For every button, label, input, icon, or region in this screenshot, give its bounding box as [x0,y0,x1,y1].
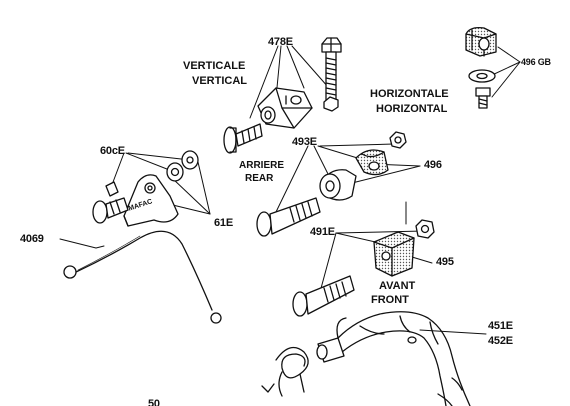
front-nut-part [415,219,435,239]
part-number-491: 491E [310,226,335,238]
part-number-50: 50 [148,398,160,406]
part-number-61: 61E [214,217,233,229]
bracket-plate-part [123,174,179,227]
left-washers-part [166,150,199,182]
part-number-4069: 4069 [20,233,44,245]
vertical-label-fr: VERTICALE [183,60,246,72]
rear-label-en: REAR [245,173,274,184]
rear-bolt-part [256,197,321,237]
small-screw-part [475,87,491,109]
horizontal-bolt-part [223,123,263,154]
vertical-bolt-part [321,37,342,112]
vertical-label-en: VERTICAL [192,75,247,87]
horizontal-label-fr: HORIZONTALE [370,88,449,100]
cable-part [63,230,222,324]
front-label-en: FRONT [371,294,409,306]
part-number-495: 495 [436,256,454,268]
part-number-478: 478E [268,36,293,48]
left-bolt-part [92,181,129,224]
rear-label-fr: ARRIERE [239,160,285,171]
part-number-493: 493E [292,136,317,148]
top-nut-part [389,131,407,149]
part-number-496: 496 [424,159,442,171]
rear-block-part [355,149,389,176]
horizontal-clamp-part [465,26,497,57]
leader-lines [59,45,521,335]
horizontal-label-en: HORIZONTAL [376,103,448,115]
washer-part [468,69,496,83]
part-number-451: 451E [488,320,513,332]
spring-part [261,346,309,397]
part-number-60: 60cE [100,145,125,157]
caliper-arm-part [316,311,471,406]
vertical-clamp-part [257,87,313,129]
rear-spacer-part [319,169,357,201]
front-block-part [373,231,415,277]
part-number-496gb: 496 GB [521,57,551,67]
part-number-452: 452E [488,335,513,347]
front-label-fr: AVANT [379,280,416,292]
front-bolt-part [292,275,355,317]
